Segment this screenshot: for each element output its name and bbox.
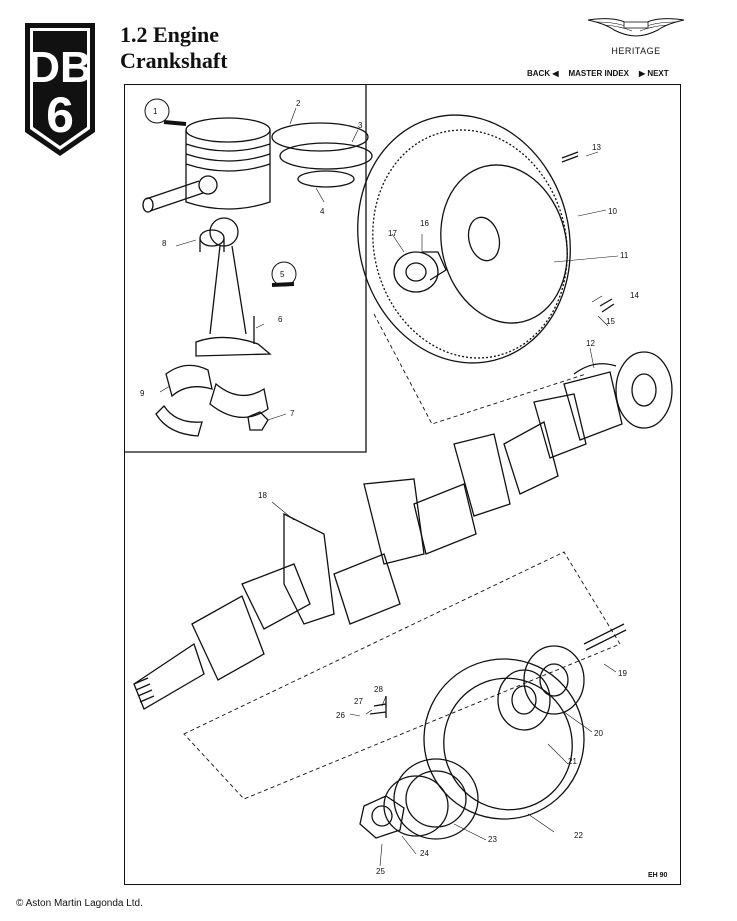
callout-6: 6 <box>278 315 283 324</box>
callout-17: 17 <box>388 229 397 238</box>
callout-20: 20 <box>594 729 603 738</box>
callout-26: 26 <box>336 711 345 720</box>
diagram-frame <box>124 84 681 885</box>
callout-21: 21 <box>568 757 577 766</box>
aston-martin-wings-logo <box>587 18 685 37</box>
callout-13: 13 <box>592 143 601 152</box>
callout-10: 10 <box>608 207 617 216</box>
callout-22: 22 <box>574 831 583 840</box>
callout-16: 16 <box>420 219 429 228</box>
title-line-2: Crankshaft <box>120 48 228 73</box>
drawing-code: EH 90 <box>648 872 668 879</box>
callout-8: 8 <box>162 239 167 248</box>
logo-digit: 6 <box>46 87 74 143</box>
callout-4: 4 <box>320 207 325 216</box>
master-index-link[interactable]: MASTER INDEX <box>568 69 629 78</box>
callout-3: 3 <box>358 121 363 130</box>
callout-9: 9 <box>140 389 145 398</box>
callout-25: 25 <box>376 867 385 876</box>
callout-24: 24 <box>420 849 429 858</box>
callout-2: 2 <box>296 99 301 108</box>
callout-19: 19 <box>618 669 627 678</box>
callout-1: 1 <box>153 107 158 116</box>
crankshaft-drawing <box>133 363 623 710</box>
brand-heritage: HERITAGE <box>611 46 661 56</box>
callout-7: 7 <box>290 409 295 418</box>
back-link[interactable]: BACK ◀ <box>527 69 559 78</box>
callout-27: 27 <box>354 697 363 706</box>
db6-logo: DB 6 <box>25 23 95 156</box>
crankshaft-exploded-diagram: 1 2 3 4 5 6 7 8 9 10 11 12 13 14 15 16 1… <box>124 84 673 876</box>
next-link[interactable]: ▶ NEXT <box>638 69 669 78</box>
callout-18: 18 <box>258 491 267 500</box>
callout-14: 14 <box>630 291 639 300</box>
flywheel-drawing <box>357 114 571 364</box>
title-line-1: 1.2 Engine <box>120 22 220 47</box>
page-navigation: BACK ◀ MASTER INDEX ▶ NEXT <box>527 69 669 78</box>
copyright-footer: © Aston Martin Lagonda Ltd. <box>16 898 143 909</box>
crank-pulley-drawing <box>383 658 585 840</box>
page-title: 1.2 Engine Crankshaft <box>120 22 228 74</box>
callout-15: 15 <box>606 317 615 326</box>
callout-12: 12 <box>586 339 595 348</box>
callout-11: 11 <box>620 251 629 260</box>
logo-letters: DB <box>28 43 92 92</box>
callout-28: 28 <box>374 685 383 694</box>
callout-23: 23 <box>488 835 497 844</box>
piston-drawing <box>185 117 271 210</box>
callout-5: 5 <box>280 270 285 279</box>
